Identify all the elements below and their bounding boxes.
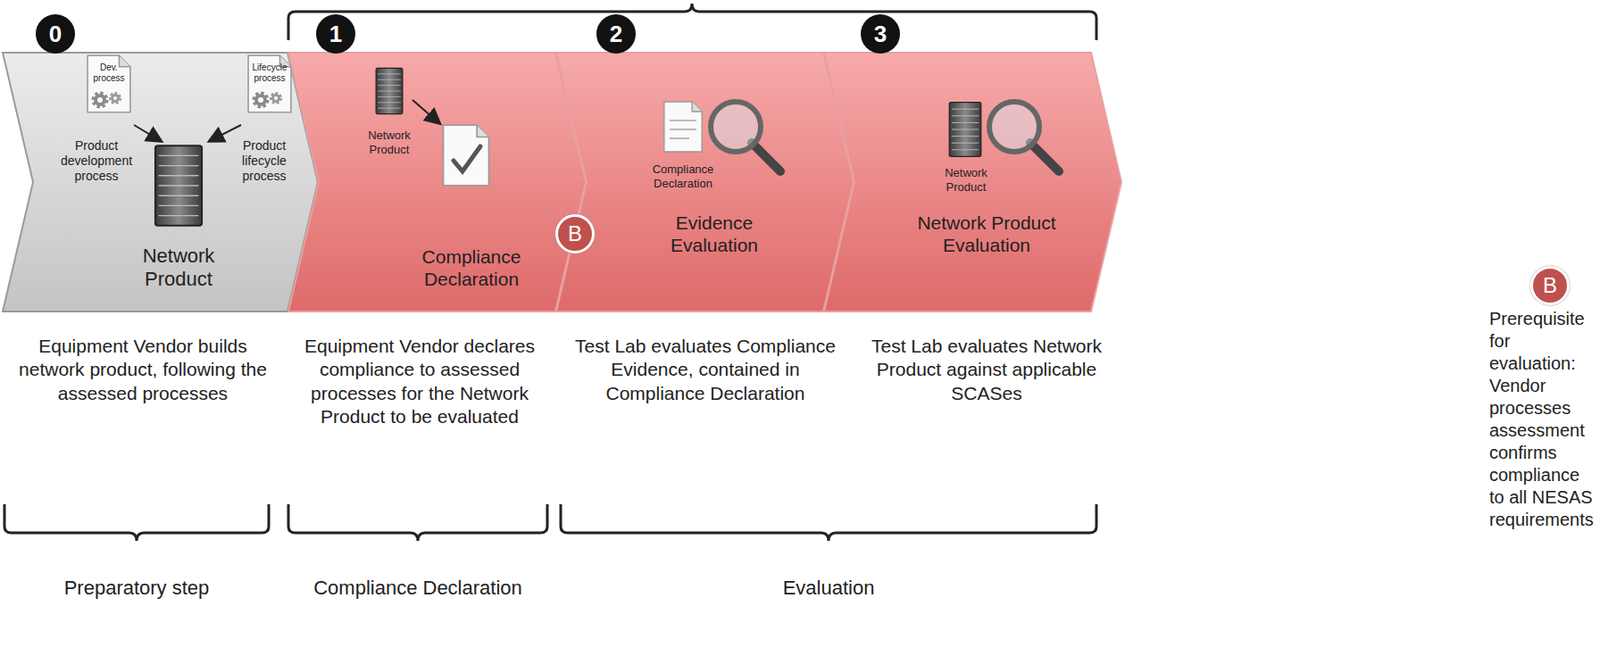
callout-number: 2 [596,14,636,54]
callout-number: 1 [316,14,356,54]
process-chevron: 0Dev. processLifecycle processProduct de… [1,51,319,313]
node-text: Dev. process [89,62,129,84]
node-text: Compliance Declaration [404,245,539,291]
node-text: Network Product [116,244,242,292]
node-text: Lifecycle process [247,62,292,84]
process-chevron: 1Network ProductCompliance Declaration [287,51,587,313]
node-text: Network Product Evaluation [897,211,1076,257]
step-description: Test Lab evaluates Compliance Evidence, … [571,334,840,406]
node-text: Network Product [934,166,998,194]
step-description: Test Lab evaluates Network Product again… [857,334,1117,406]
node-text: Product development process [56,138,137,184]
node-text: Network Product [358,128,421,157]
callout-number: 3 [860,14,900,54]
step-description: Equipment Vendor builds network product,… [8,334,277,406]
callout-number: 0 [35,14,75,54]
node-text: Evidence Evaluation [651,211,777,257]
phase-label: Compliance Declaration [283,575,552,601]
phase-label: Evaluation [694,575,963,601]
legend-note: Prerequisite for evaluation: Vendor proc… [1489,308,1597,532]
badge-circle: B [1530,266,1570,306]
process-chevron: 3Network ProductNetwork Product Evaluati… [823,51,1123,313]
step-description: Equipment Vendor declares compliance to … [285,334,554,429]
badge-letter: B [1533,268,1567,303]
node-text: Compliance Declaration [638,162,728,191]
badge-letter: B [558,216,592,251]
phase-label: Preparatory step [2,575,271,601]
node-text: Product lifecycle process [228,138,300,184]
process-chevron: 2Compliance DeclarationEvidence Evaluati… [555,51,855,313]
badge-circle: B [555,214,595,254]
